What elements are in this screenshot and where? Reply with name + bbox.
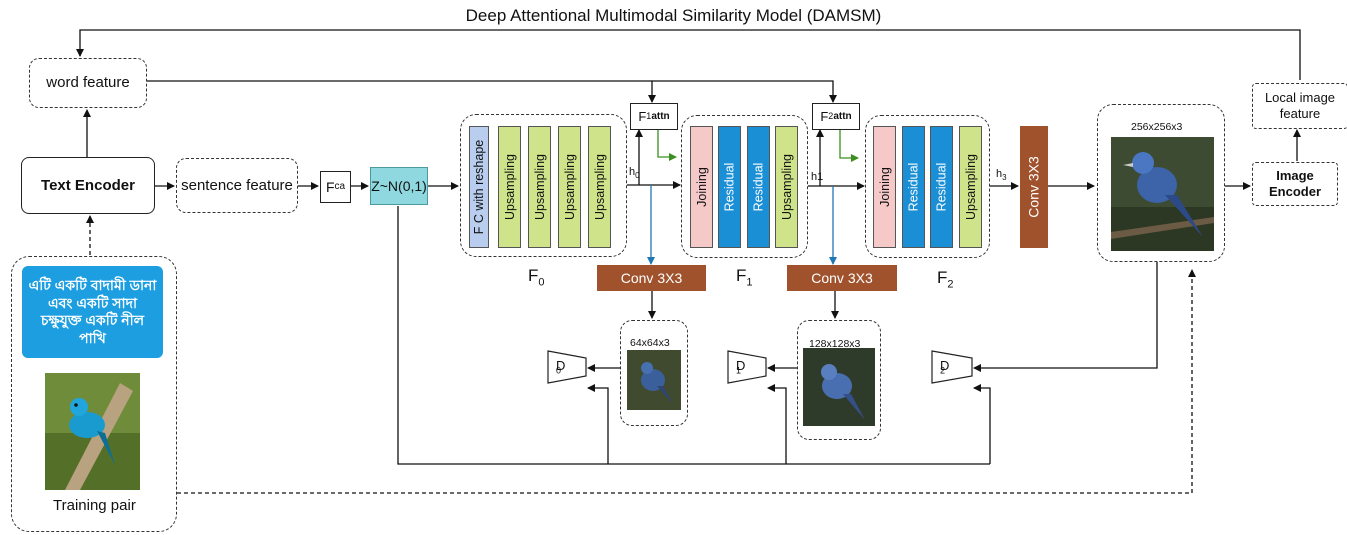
f2-attention-sup: attn [833, 110, 852, 122]
discriminator-trapezoid-icon [547, 350, 587, 384]
f1-residual-2: Residual [747, 126, 770, 248]
discriminator-trapezoid-icon [727, 350, 767, 384]
image-128-photo [803, 348, 875, 426]
image-encoder-label: Image Encoder [1268, 168, 1321, 199]
f1-attention-sup: attn [651, 110, 670, 122]
fca-label: F [325, 178, 335, 195]
discriminator-trapezoid-icon [931, 350, 973, 384]
text-encoder-label: Text Encoder [41, 176, 135, 194]
local-image-feature-label: Local image feature [1264, 90, 1336, 121]
stage-f1-label: F1 [736, 266, 753, 288]
conv-2-label: Conv 3X3 [1026, 156, 1043, 218]
h0-sub: 0 [635, 171, 640, 181]
f2-joining: Joining [873, 126, 896, 248]
f1-upsampling: Upsampling [775, 126, 798, 248]
h3-label: h3 [996, 168, 1007, 182]
image-encoder-node: Image Encoder [1252, 162, 1338, 206]
f0-upsampling-3-label: Upsampling [562, 153, 577, 221]
training-pair-label: Training pair [53, 497, 136, 514]
stage-f0-sub: 0 [538, 276, 545, 289]
f2-residual-1: Residual [902, 126, 925, 248]
f1-residual-1-label: Residual [722, 162, 737, 212]
sentence-feature-node: sentence feature [176, 158, 298, 213]
d0-letter: D [556, 358, 566, 373]
f1-residual-2-label: Residual [751, 162, 766, 212]
conv-0-label: Conv 3X3 [620, 270, 683, 286]
diagram-title: Deep Attentional Multimodal Similarity M… [465, 6, 882, 25]
fca-sup: ca [334, 181, 346, 192]
f2-residual-1-label: Residual [906, 162, 921, 212]
stage-f2-sub: 2 [947, 278, 954, 291]
h0-letter: h [629, 166, 636, 178]
f2-attention-sub: 2 [828, 111, 834, 122]
f2-joining-label: Joining [877, 167, 892, 207]
image-64-photo [627, 350, 681, 410]
bangla-caption: এটি একটি বাদামী ডানা এবং একটি সাদা চক্ষু… [22, 266, 163, 358]
d0-sub: 0 [556, 365, 562, 376]
stage-f2-letter: F [937, 268, 948, 287]
f2-upsampling: Upsampling [959, 126, 982, 248]
f2-attention-letter: F [820, 108, 829, 124]
f1-attention-sub: 1 [646, 111, 652, 122]
word-feature-label: word feature [46, 74, 130, 91]
sentence-feature-label: sentence feature [181, 176, 293, 194]
conv-1-label: Conv 3X3 [811, 270, 873, 286]
text-encoder-node: Text Encoder [21, 157, 155, 214]
f1-joining: Joining [690, 126, 713, 248]
f1-joining-label: Joining [694, 167, 709, 207]
image-256-photo [1111, 137, 1214, 251]
f2-upsampling-label: Upsampling [963, 153, 978, 221]
d2-sub: 2 [940, 365, 946, 376]
f0-upsampling-1: Upsampling [498, 126, 521, 248]
f0-upsampling-4-label: Upsampling [592, 153, 607, 221]
noise-z-label: Z~N(0,1) [371, 177, 427, 194]
d1-sub: 1 [736, 365, 742, 376]
d1-letter: D [736, 358, 746, 373]
fc-reshape-label: F C with reshape [472, 139, 487, 235]
conv-2: Conv 3X3 [1020, 126, 1048, 248]
f2-residual-2-label: Residual [934, 162, 949, 212]
image-128-size: 128x128x3 [809, 338, 861, 350]
local-image-feature-node: Local image feature [1252, 83, 1347, 129]
stage-f1-letter: F [736, 266, 747, 285]
stage-f0-label: F0 [528, 266, 545, 288]
f1-attention-letter: F [638, 108, 647, 124]
f0-upsampling-4: Upsampling [588, 126, 611, 248]
noise-z-node: Z~N(0,1) [370, 167, 428, 205]
stage-f2-label: F2 [937, 268, 954, 290]
f0-upsampling-2: Upsampling [528, 126, 551, 248]
stage-f0-letter: F [528, 266, 539, 285]
conv-1: Conv 3X3 [787, 265, 897, 291]
f0-upsampling-3: Upsampling [558, 126, 581, 248]
h3-letter: h [996, 168, 1003, 180]
training-bird-photo [45, 373, 140, 490]
d2-letter: D [940, 358, 950, 373]
h0-label: h0 [629, 166, 640, 180]
h1-label: h1 [811, 171, 824, 183]
f2-residual-2: Residual [930, 126, 953, 248]
f1-residual-1: Residual [718, 126, 741, 248]
word-feature-node: word feature [29, 58, 147, 108]
fc-reshape-layer: F C with reshape [469, 126, 489, 248]
image-256-size: 256x256x3 [1131, 121, 1183, 133]
stage-f1-sub: 1 [746, 276, 753, 289]
f1-upsampling-label: Upsampling [779, 153, 794, 221]
f0-upsampling-1-label: Upsampling [502, 153, 517, 221]
f0-upsampling-2-label: Upsampling [532, 153, 547, 221]
h3-sub: 3 [1002, 173, 1007, 183]
image-64-size: 64x64x3 [630, 337, 670, 349]
conv-0: Conv 3X3 [597, 265, 706, 291]
